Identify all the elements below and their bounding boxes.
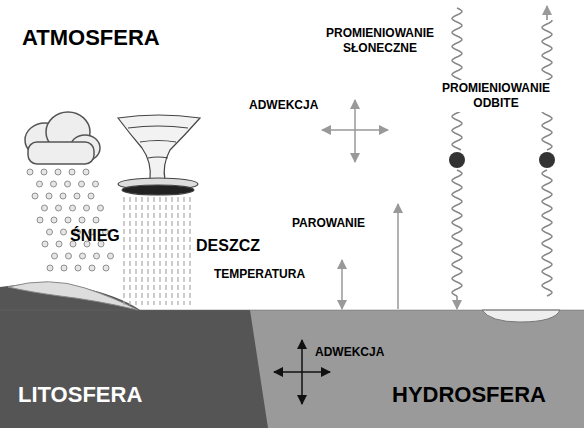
- snow-cover: [8, 282, 138, 310]
- storm-cloud: [118, 115, 200, 195]
- temperature-arrow: [341, 260, 343, 309]
- process-label: ŚNIEG: [70, 226, 130, 246]
- process-label: ADWEKCJA: [315, 345, 395, 360]
- snowflakes: [27, 169, 114, 271]
- radiation-dot: [539, 152, 555, 168]
- sphere-region: HYDROSFERA: [392, 382, 546, 408]
- snow-cloud: [25, 112, 100, 164]
- sphere-name: LITOSFERA: [18, 382, 142, 407]
- sphere-name: HYDROSFERA: [392, 382, 546, 407]
- hydrosphere-area: [240, 310, 584, 428]
- ice-patch: [482, 310, 560, 322]
- process-label: PROMIENIOWANIE ODBITE: [434, 80, 558, 112]
- radiation-dot: [449, 152, 465, 168]
- process-label: PROMIENIOWANIE SŁONECZNE: [318, 26, 442, 56]
- lithosphere-area: [0, 284, 268, 428]
- advection-arrows: [322, 100, 388, 162]
- sphere-name: ATMOSFERA: [22, 24, 222, 52]
- process-label: PAROWANIE: [292, 216, 382, 231]
- sphere-region: LITOSFERA: [18, 382, 142, 408]
- process-label: ADWEKCJA: [249, 98, 329, 113]
- process-label: TEMPERATURA: [214, 267, 324, 282]
- evaporation-arrow: [397, 204, 399, 309]
- radiation-waves: [452, 8, 552, 296]
- process-label: DESZCZ: [196, 236, 266, 256]
- rain-streaks: [124, 197, 190, 305]
